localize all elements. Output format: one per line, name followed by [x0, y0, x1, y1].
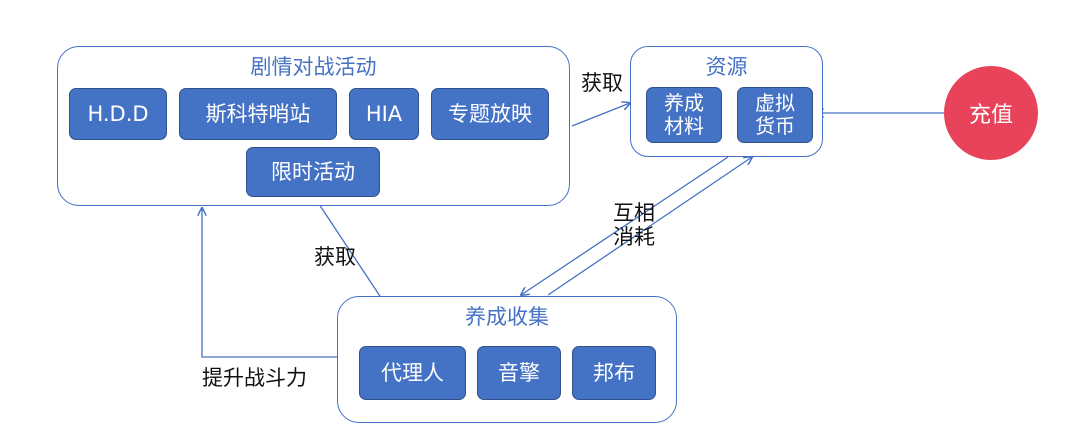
- arrow-cultivation-to-battle: [202, 208, 337, 358]
- node-virtual-currency: 虚拟 货币: [737, 87, 813, 143]
- node-special-screening: 专题放映: [431, 88, 549, 140]
- group-story-battle-title: 剧情对战活动: [250, 55, 377, 79]
- node-w-engine: 音擎: [477, 346, 561, 400]
- node-bangboo: 邦布: [572, 346, 656, 400]
- node-recharge: 充值: [944, 66, 1038, 160]
- label-obtain-agents: 获取: [314, 245, 356, 269]
- group-resources-title: 资源: [705, 55, 748, 79]
- node-cultivation-materials: 养成 材料: [646, 87, 722, 143]
- arrow-cultivation-to-resources: [547, 157, 752, 296]
- arrow-resources-to-cultivation: [521, 156, 729, 295]
- node-hia: HIA: [349, 88, 419, 140]
- node-hdd: H.D.D: [69, 88, 167, 140]
- arrow-battle-to-resources: [571, 103, 630, 127]
- label-obtain-resources: 获取: [581, 71, 623, 96]
- node-limited-event: 限时活动: [246, 147, 380, 197]
- node-agents: 代理人: [359, 346, 466, 400]
- label-boost-power: 提升战斗力: [202, 366, 307, 390]
- group-cultivation-title: 养成收集: [465, 305, 549, 329]
- label-mutual-consumption: 互相 消耗: [613, 201, 655, 250]
- node-scott-outpost: 斯科特哨站: [179, 88, 337, 140]
